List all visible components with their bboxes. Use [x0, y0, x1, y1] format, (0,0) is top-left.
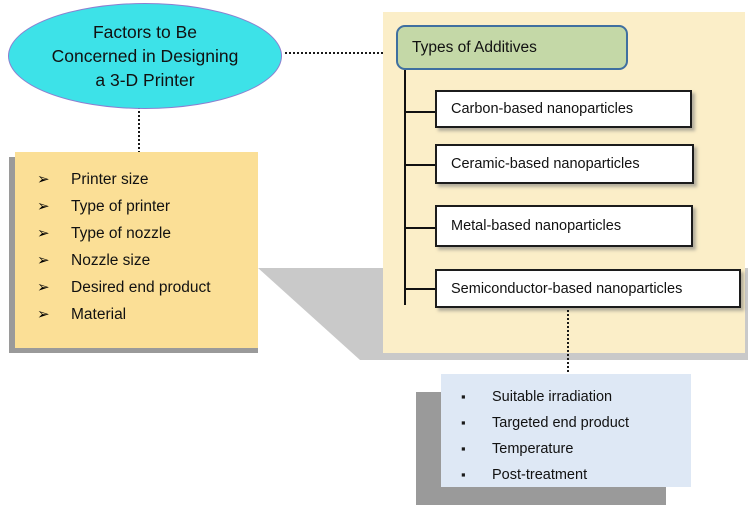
arrow-bullet-icon: ➢	[37, 225, 50, 242]
considerations-box[interactable]: ▪ Suitable irradiation ▪ Targeted end pr…	[441, 374, 691, 487]
additive-item-label: Semiconductor-based nanoparticles	[451, 280, 683, 297]
factors-item-label: Desired end product	[71, 279, 211, 296]
arrow-bullet-icon: ➢	[37, 198, 50, 215]
square-bullet-icon: ▪	[461, 415, 466, 430]
list-item: ➢ Type of nozzle	[15, 220, 258, 247]
list-item: ➢ Desired end product	[15, 274, 258, 301]
factors-list: ➢ Printer size ➢ Type of printer ➢ Type …	[15, 152, 258, 328]
factors-item-label: Nozzle size	[71, 252, 151, 269]
additive-item-label: Metal-based nanoparticles	[451, 218, 622, 234]
title-node-line-3: a 3-D Printer	[95, 70, 195, 90]
list-item: ▪ Suitable irradiation	[441, 384, 691, 410]
additive-item-box[interactable]: Semiconductor-based nanoparticles	[435, 269, 741, 308]
additive-item-box[interactable]: Carbon-based nanoparticles	[435, 90, 692, 128]
additive-item-label: Ceramic-based nanoparticles	[451, 156, 640, 172]
additive-item-label: Carbon-based nanoparticles	[451, 101, 634, 117]
square-bullet-icon: ▪	[461, 389, 466, 404]
tree-stub-line	[404, 164, 436, 166]
factors-item-label: Type of printer	[71, 198, 171, 215]
additive-item-box[interactable]: Ceramic-based nanoparticles	[435, 144, 694, 184]
considerations-list: ▪ Suitable irradiation ▪ Targeted end pr…	[441, 374, 691, 488]
considerations-item-label: Targeted end product	[492, 415, 630, 431]
arrow-bullet-icon: ➢	[37, 306, 50, 323]
tree-stub-line	[404, 288, 436, 290]
list-item: ➢ Nozzle size	[15, 247, 258, 274]
list-item: ➢ Printer size	[15, 166, 258, 193]
considerations-item-label: Temperature	[492, 441, 574, 457]
square-bullet-icon: ▪	[461, 441, 466, 456]
title-node-line-1: Factors to Be	[92, 22, 198, 42]
connector-ellipse-to-factors	[138, 103, 140, 153]
title-node-ellipse[interactable]: Factors to Be Concerned in Designing a 3…	[8, 3, 282, 109]
list-item: ▪ Temperature	[441, 436, 691, 462]
tree-stub-line	[404, 227, 436, 229]
factors-box[interactable]: ➢ Printer size ➢ Type of printer ➢ Type …	[15, 152, 258, 348]
considerations-item-label: Post-treatment	[492, 467, 588, 483]
tree-stub-line	[404, 111, 436, 113]
list-item: ➢ Material	[15, 301, 258, 328]
factors-item-label: Material	[71, 306, 127, 323]
additive-item-box[interactable]: Metal-based nanoparticles	[435, 205, 693, 247]
list-item: ▪ Post-treatment	[441, 462, 691, 488]
connector-ellipse-to-additives	[285, 52, 383, 54]
arrow-bullet-icon: ➢	[37, 171, 50, 188]
arrow-bullet-icon: ➢	[37, 252, 50, 269]
list-item: ➢ Type of printer	[15, 193, 258, 220]
square-bullet-icon: ▪	[461, 467, 466, 482]
factors-item-label: Type of nozzle	[71, 225, 171, 242]
additives-header-node[interactable]: Types of Additives	[396, 25, 628, 70]
connector-additives-to-considerations	[567, 310, 569, 376]
considerations-item-label: Suitable irradiation	[492, 389, 613, 405]
tree-spine-line	[404, 70, 406, 305]
arrow-bullet-icon: ➢	[37, 279, 50, 296]
title-node-text: Factors to Be Concerned in Designing a 3…	[36, 20, 255, 92]
additives-header-label: Types of Additives	[412, 38, 537, 56]
factors-item-label: Printer size	[71, 171, 149, 188]
title-node-line-2: Concerned in Designing	[51, 46, 239, 66]
list-item: ▪ Targeted end product	[441, 410, 691, 436]
